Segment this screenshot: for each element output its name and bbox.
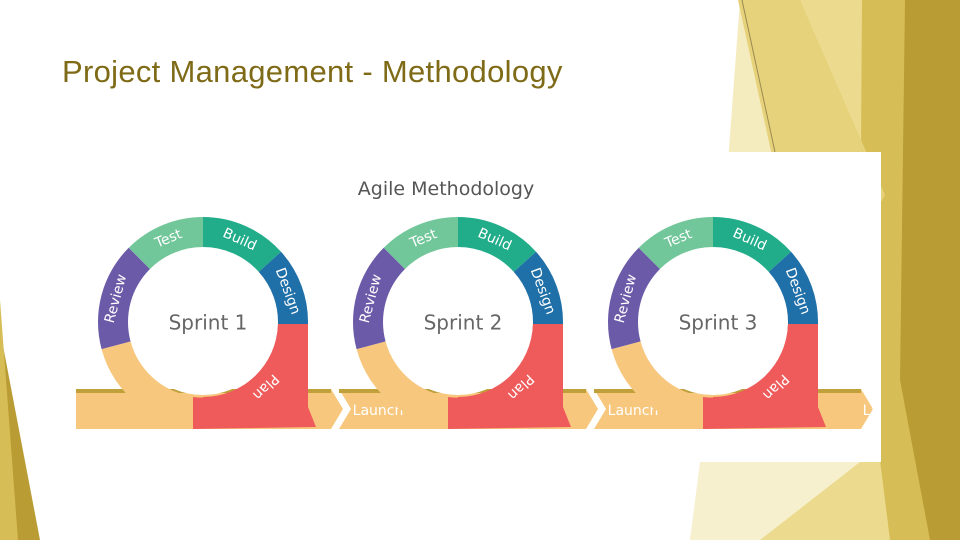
sprint-center-1	[130, 249, 276, 395]
segment-test-3	[638, 217, 713, 269]
segment-review-2	[353, 247, 405, 350]
segment-build-3	[713, 217, 792, 272]
deco-left-light	[0, 300, 18, 540]
slide-title: Project Management - Methodology	[62, 54, 563, 89]
sprint-label-3: Sprint 3	[679, 311, 758, 335]
deco-bottom-shard	[690, 462, 860, 540]
launch-label-2: Launch	[608, 403, 659, 419]
sprint-label-2: Sprint 2	[424, 311, 503, 335]
deco-thin-line	[741, 0, 776, 153]
ring-base-2	[356, 341, 458, 427]
segment-design-2	[513, 251, 563, 326]
sprint-center-2	[385, 249, 531, 395]
launch-label-1: Launch	[353, 403, 404, 419]
sprint-center-3	[640, 249, 786, 395]
deco-right-dark	[900, 0, 960, 540]
segment-test-2	[383, 217, 458, 269]
plan-ribbon-1	[193, 324, 316, 429]
diagram-title: Agile Methodology	[358, 178, 534, 200]
ring-base-1	[101, 341, 203, 427]
segment-review-3	[607, 247, 660, 350]
segment-review-1	[98, 247, 150, 350]
sprint-label-1: Sprint 1	[169, 311, 248, 335]
segment-design-1	[258, 251, 308, 326]
plan-ribbon-3	[703, 324, 826, 429]
segment-test-1	[128, 217, 203, 269]
plan-ribbon-2	[448, 324, 571, 429]
launch-label-3: Launch	[863, 403, 881, 419]
segment-build-1	[203, 217, 282, 272]
segment-build-2	[458, 217, 537, 272]
ring-base-3	[611, 341, 713, 427]
segment-design-3	[768, 251, 818, 326]
